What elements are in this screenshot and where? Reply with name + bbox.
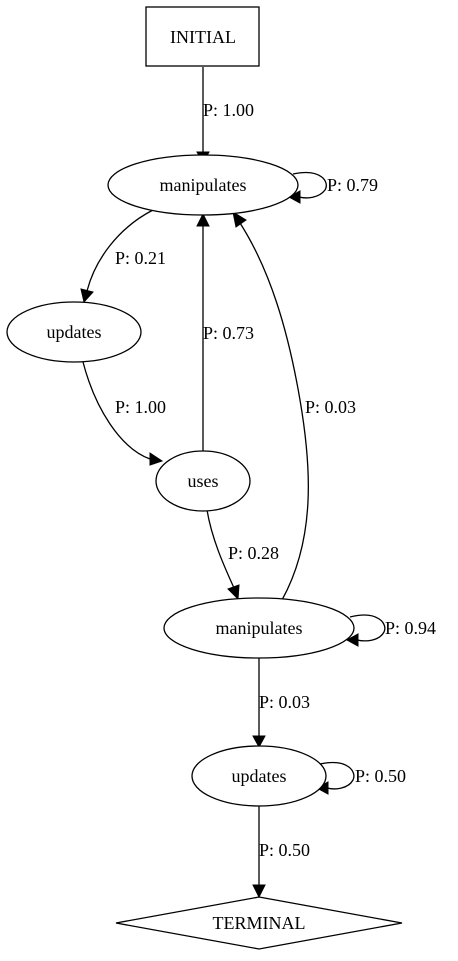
arrowhead bbox=[252, 735, 266, 749]
node-uses: uses bbox=[155, 450, 251, 512]
node-initial: INITIAL bbox=[145, 6, 260, 67]
node-updates-upper: updates bbox=[6, 301, 142, 363]
edge-label: P: 1.00 bbox=[115, 397, 166, 417]
arrowhead bbox=[80, 288, 94, 304]
node-label: manipulates bbox=[160, 175, 247, 195]
edge-label: P: 0.73 bbox=[203, 323, 254, 343]
edge-label: P: 0.50 bbox=[259, 840, 310, 860]
edge-label: P: 0.03 bbox=[305, 397, 356, 417]
node-label: updates bbox=[47, 322, 102, 342]
edge-manipulates-lower-self-loop: P: 0.94 bbox=[345, 614, 436, 647]
edge-manipulates-to-updates: P: 0.21 bbox=[80, 209, 166, 304]
node-manipulates-upper: manipulates bbox=[107, 154, 299, 216]
node-manipulates-lower: manipulates bbox=[163, 597, 355, 659]
edge-manipulates-self-loop: P: 0.79 bbox=[287, 171, 378, 204]
arrowhead bbox=[149, 452, 164, 466]
node-label: uses bbox=[188, 471, 219, 491]
edge-label: P: 0.03 bbox=[259, 692, 310, 712]
edge-manipulates-lower-to-updates-lower: P: 0.03 bbox=[252, 657, 310, 749]
arrowhead bbox=[345, 633, 359, 647]
edge-label: P: 0.28 bbox=[228, 543, 279, 563]
arrowhead bbox=[232, 210, 247, 228]
node-updates-lower: updates bbox=[191, 745, 327, 807]
edge-uses-to-manipulates-lower: P: 0.28 bbox=[206, 509, 279, 601]
node-label: INITIAL bbox=[170, 27, 236, 47]
arrowhead bbox=[252, 884, 266, 899]
edge-uses-to-manipulates: P: 0.73 bbox=[196, 212, 254, 455]
arrowhead bbox=[196, 212, 210, 227]
edge-updates-lower-self-loop: P: 0.50 bbox=[315, 761, 406, 795]
edge-initial-to-manipulates: P: 1.00 bbox=[196, 67, 254, 165]
node-terminal: TERMINAL bbox=[115, 896, 403, 950]
node-label: TERMINAL bbox=[213, 913, 306, 933]
node-label: manipulates bbox=[216, 618, 303, 638]
edge-label: P: 1.00 bbox=[203, 100, 254, 120]
edge-label: P: 0.21 bbox=[115, 248, 166, 268]
edge-manipulates-lower-to-manipulates-upper: P: 0.03 bbox=[232, 210, 356, 601]
node-label: updates bbox=[232, 766, 287, 786]
edge-updates-lower-to-terminal: P: 0.50 bbox=[252, 806, 310, 899]
edge-label: P: 0.50 bbox=[355, 766, 406, 786]
arrowhead bbox=[227, 584, 240, 601]
edge-label: P: 0.79 bbox=[327, 175, 378, 195]
edge-updates-to-uses: P: 1.00 bbox=[82, 361, 166, 466]
edge-label: P: 0.94 bbox=[385, 618, 436, 638]
